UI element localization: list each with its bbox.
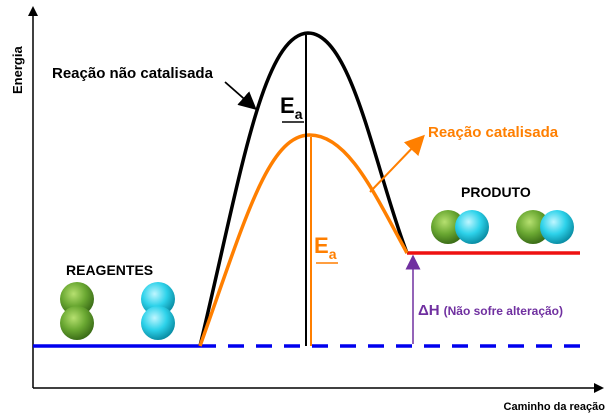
ea-catalyzed-label: Ea (314, 233, 337, 262)
product-label: PRODUTO (461, 184, 531, 200)
catalyzed-curve (198, 133, 409, 347)
catalyzed-pointer-arrow (369, 134, 425, 193)
y-axis-label: Energia (10, 46, 25, 94)
uncatalyzed-label: Reação não catalisada (52, 65, 214, 82)
reagents-label: REAGENTES (66, 262, 153, 278)
catalyzed-label: Reação catalisada (428, 124, 559, 141)
reagent-molecule-green (60, 282, 94, 340)
uncatalyzed-pointer-arrow (224, 81, 257, 110)
ea-uncatalyzed-label: Ea (280, 93, 303, 122)
delta-h-label: ΔH(Não sofre alteração) (418, 302, 563, 319)
x-axis-arrow (594, 383, 604, 393)
product-molecule-1 (431, 210, 489, 244)
y-axis-arrow (28, 6, 38, 16)
product-molecule-2 (516, 210, 574, 244)
reagent-molecule-cyan (141, 282, 175, 340)
x-axis-label: Caminho da reação (504, 401, 606, 413)
axes (28, 6, 604, 393)
uncatalyzed-curve (198, 31, 409, 347)
